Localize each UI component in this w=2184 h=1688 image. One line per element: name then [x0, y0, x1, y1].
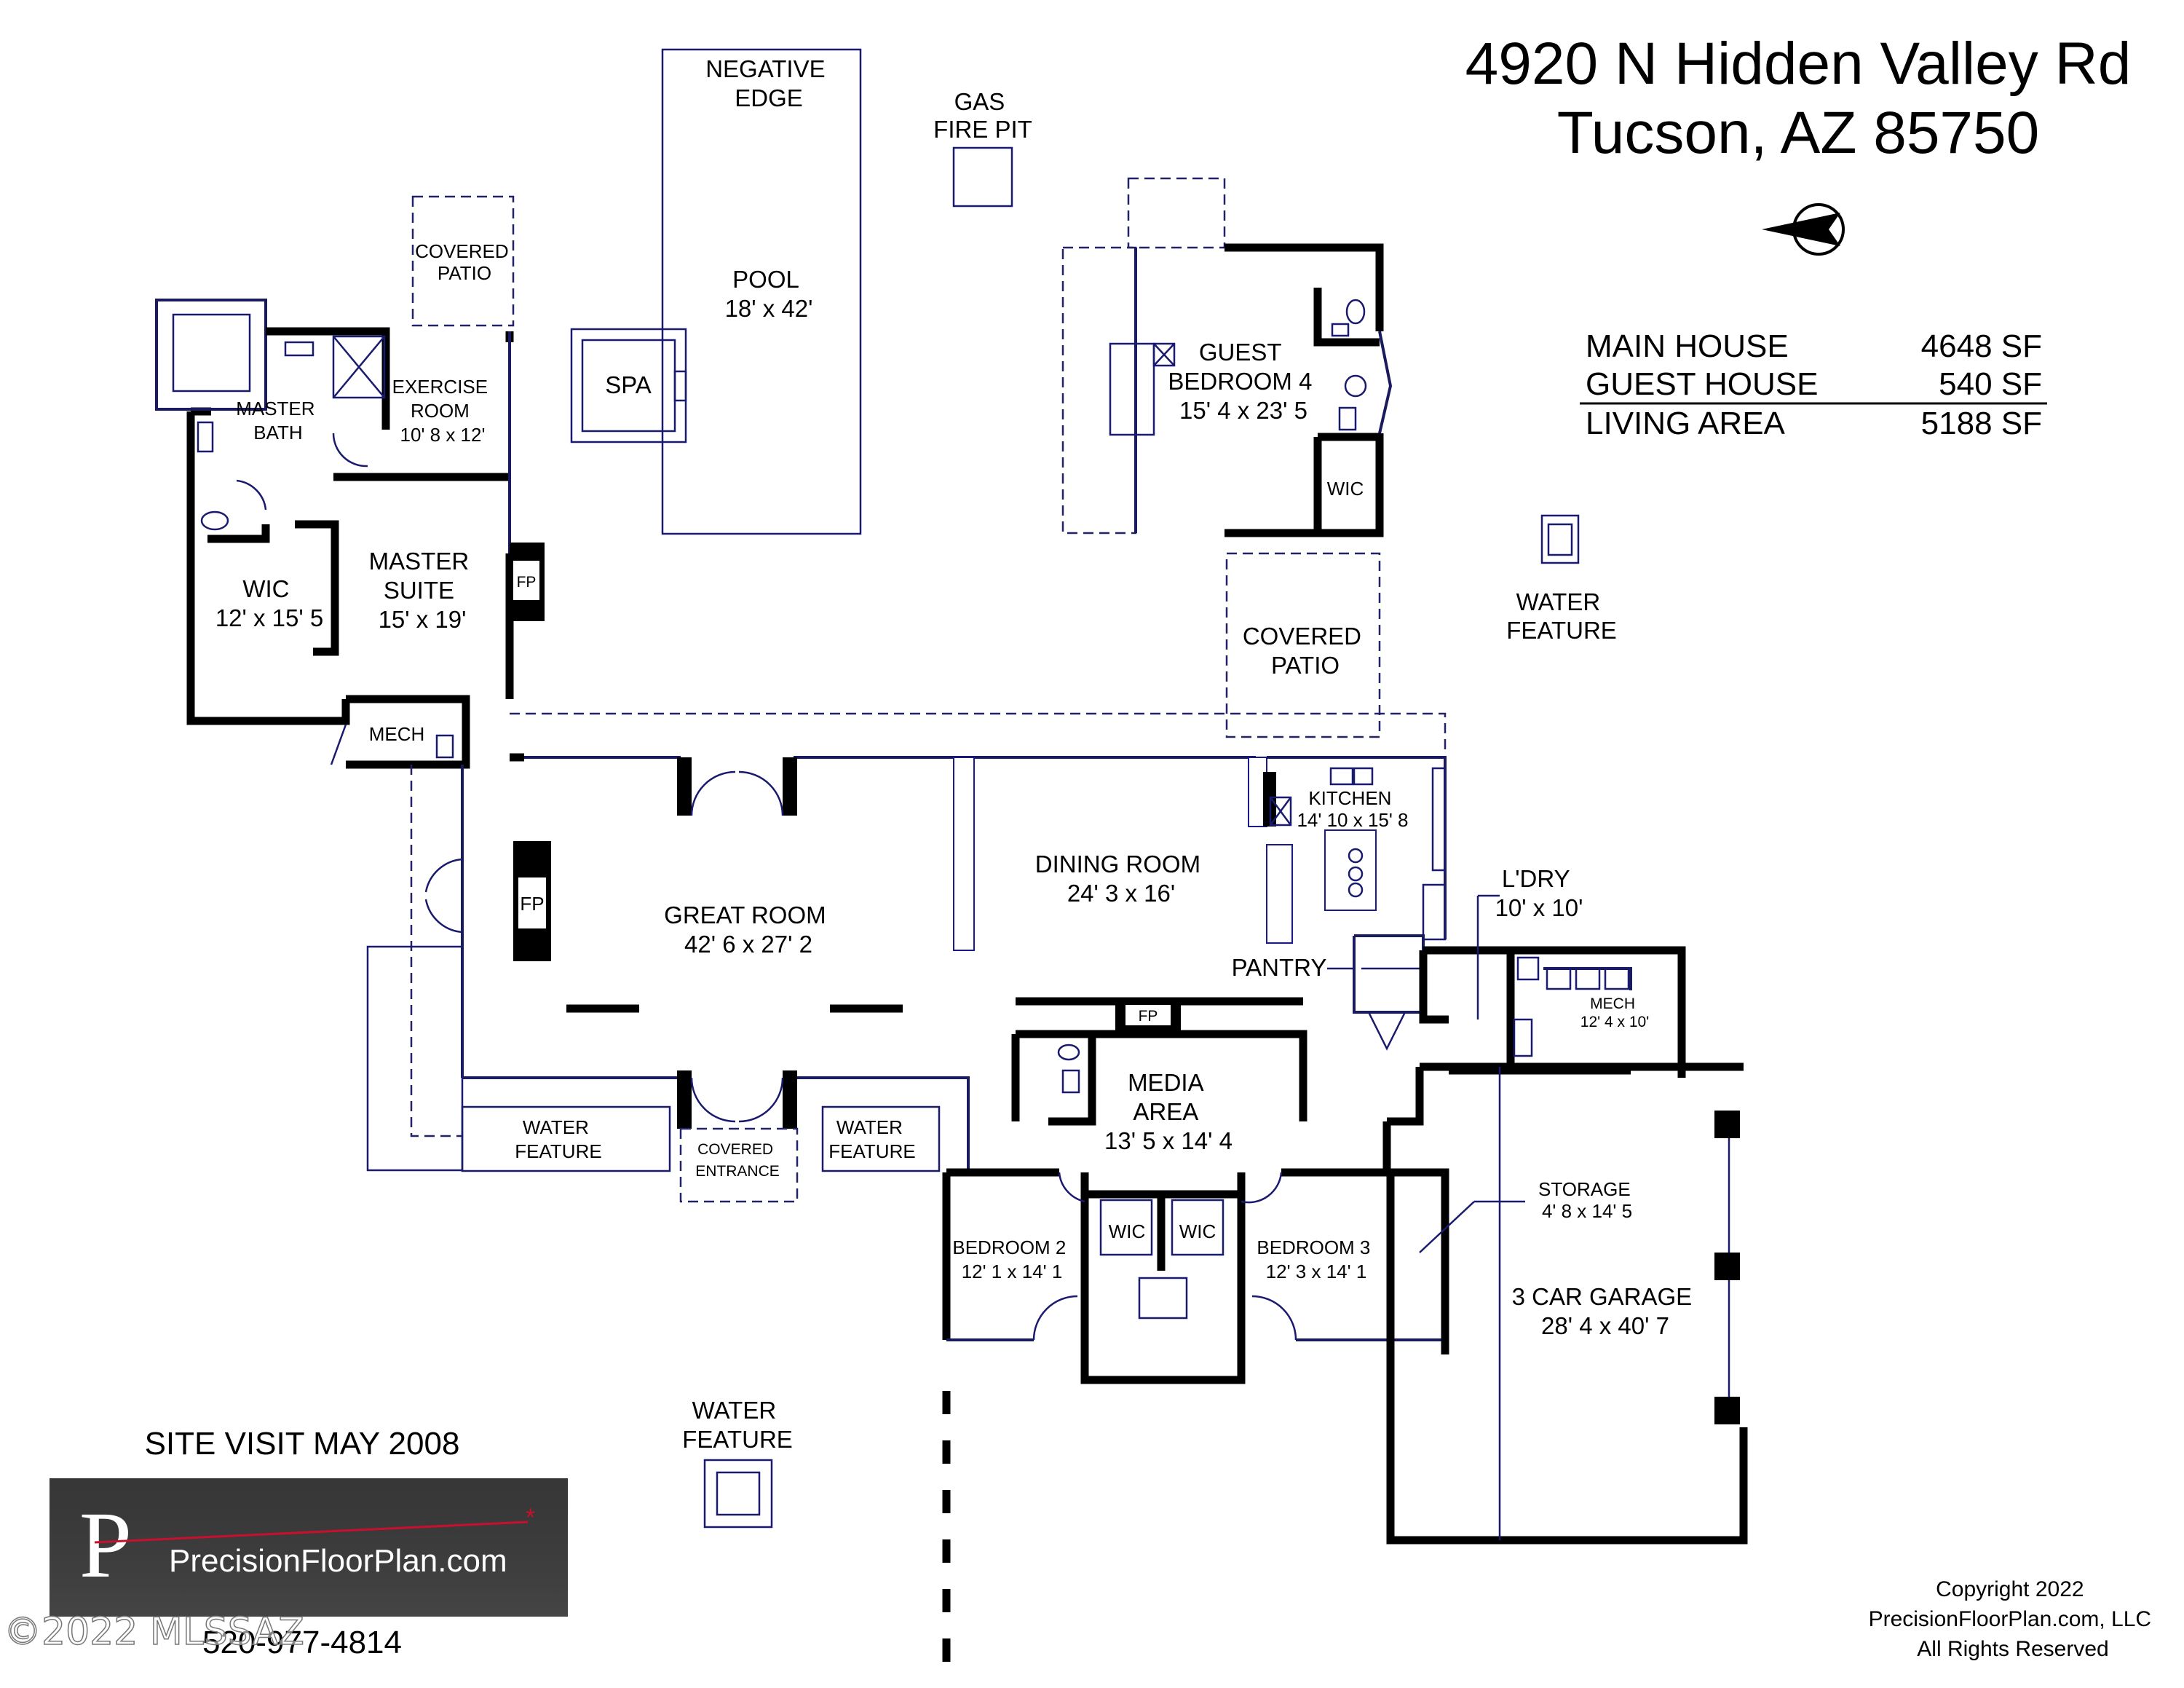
site-visit-label: SITE VISIT MAY 2008 [145, 1426, 460, 1462]
label-water-feature-right: WATER FEATURE [828, 1116, 915, 1162]
label-fp-media: FP [1139, 1008, 1158, 1025]
label-mech-east: MECH 12' 4 x 10' [1580, 995, 1649, 1030]
label-media-area: MEDIA AREA 13' 5 x 14' 4 [1104, 1069, 1233, 1154]
covered-entrance-outline [679, 1127, 799, 1203]
copyright-block: Copyright 2022 PrecisionFloorPlan.com, L… [1869, 1577, 2158, 1661]
label-water-feature-south: WATER FEATURE [682, 1397, 793, 1453]
label-dining-room: DINING ROOM 24' 3 x 16' [1035, 851, 1208, 907]
guest-bed [1109, 342, 1155, 436]
label-fp-master: FP [517, 574, 537, 591]
label-water-feature-east: WATER FEATURE [1506, 588, 1617, 644]
area-value-living: 5188 SF [1921, 406, 2042, 441]
precision-floor-plan-logo: P * PrecisionFloorPlan.com [50, 1478, 568, 1617]
compass-arrow-icon [1762, 203, 1845, 256]
mls-watermark: ©2022 MLSSAZ [4, 1610, 304, 1654]
label-exercise-room: EXERCISE ROOM 10' 8 x 12' [392, 376, 494, 446]
label-mech-west: MECH [369, 723, 425, 745]
svg-text:*: * [526, 1504, 535, 1531]
guest-house: GUEST BEDROOM 4 15' 4 x 23' 5 WIC COVERE… [1061, 177, 1617, 738]
master-wing: FP MECH COVERED PATIO EXERCISE ROOM 10' … [155, 195, 545, 769]
label-fire-pit: GAS FIRE PIT [933, 88, 1032, 143]
label-pool: POOL 18' x 42' [725, 266, 813, 322]
water-feature-east-outline [1540, 514, 1580, 564]
label-negative-edge: NEGATIVE EDGE [705, 55, 832, 111]
area-label-main: MAIN HOUSE [1586, 328, 1789, 364]
label-wic-b3: WIC [1179, 1220, 1216, 1242]
label-master-suite: MASTER SUITE 15' x 19' [369, 548, 476, 633]
area-table: MAIN HOUSE 4648 SF GUEST HOUSE 540 SF LI… [1580, 328, 2047, 441]
area-value-guest: 540 SF [1939, 366, 2042, 402]
covered-patio-mid-outline [1225, 552, 1381, 738]
area-value-main: 4648 SF [1921, 328, 2042, 364]
label-master-bath: MASTER BATH [236, 398, 320, 443]
label-storage: STORAGE 4' 8 x 14' 5 [1538, 1178, 1636, 1222]
label-water-feature-left: WATER FEATURE [515, 1116, 601, 1162]
area-label-guest: GUEST HOUSE [1586, 366, 1818, 402]
address-line-2: Tucson, AZ 85750 [1557, 100, 2040, 166]
water-feature-left-outline [461, 1105, 671, 1172]
area-label-living: LIVING AREA [1586, 406, 1786, 441]
water-feature-right-outline [821, 1105, 941, 1172]
label-wic-b2: WIC [1109, 1220, 1146, 1242]
main-house: FP GREAT ROOM 42' 6 x 27' 2 WATER FEATUR… [366, 712, 1748, 1668]
label-covered-entrance: COVERED ENTRANCE [695, 1141, 780, 1180]
address-block: 4920 N Hidden Valley Rd Tucson, AZ 85750 [1465, 31, 2132, 166]
guest-deck-outline [1061, 246, 1137, 535]
label-bedroom-3: BEDROOM 3 12' 3 x 14' 1 [1257, 1237, 1375, 1282]
label-guest-wic: WIC [1327, 478, 1364, 500]
label-kitchen: KITCHEN 14' 10 x 15' 8 [1297, 787, 1408, 831]
water-feature-south: WATER FEATURE [682, 1397, 793, 1529]
label-bedroom-2: BEDROOM 2 12' 1 x 14' 1 [952, 1237, 1071, 1282]
label-guest-bedroom-4: GUEST BEDROOM 4 15' 4 x 23' 5 [1168, 339, 1318, 424]
label-laundry: L'DRY 10' x 10' [1495, 865, 1583, 921]
fire-pit-outline [952, 146, 1013, 208]
pool-area: NEGATIVE EDGE POOL 18' x 42' SPA GAS FIR… [570, 48, 1032, 535]
label-covered-patio-mid: COVERED PATIO [1243, 623, 1368, 679]
label-fp-great: FP [520, 893, 544, 915]
pool-outline [661, 48, 862, 535]
label-pantry: PANTRY [1232, 954, 1327, 981]
label-covered-patio-top: COVERED PATIO [415, 240, 514, 284]
label-wic-master: WIC 12' x 15' 5 [215, 575, 323, 631]
label-garage: 3 CAR GARAGE 28' 4 x 40' 7 [1512, 1283, 1699, 1339]
logo-letter-p: P [79, 1493, 132, 1598]
label-spa: SPA [605, 371, 652, 398]
covered-patio-top-outline [411, 195, 515, 327]
master-tub [155, 299, 267, 411]
logo-text: PrecisionFloorPlan.com [169, 1543, 507, 1579]
label-great-room: GREAT ROOM 42' 6 x 27' 2 [664, 902, 833, 958]
address-line-1: 4920 N Hidden Valley Rd [1465, 31, 2132, 97]
phone-number: 520-977-4814 [202, 1625, 402, 1660]
